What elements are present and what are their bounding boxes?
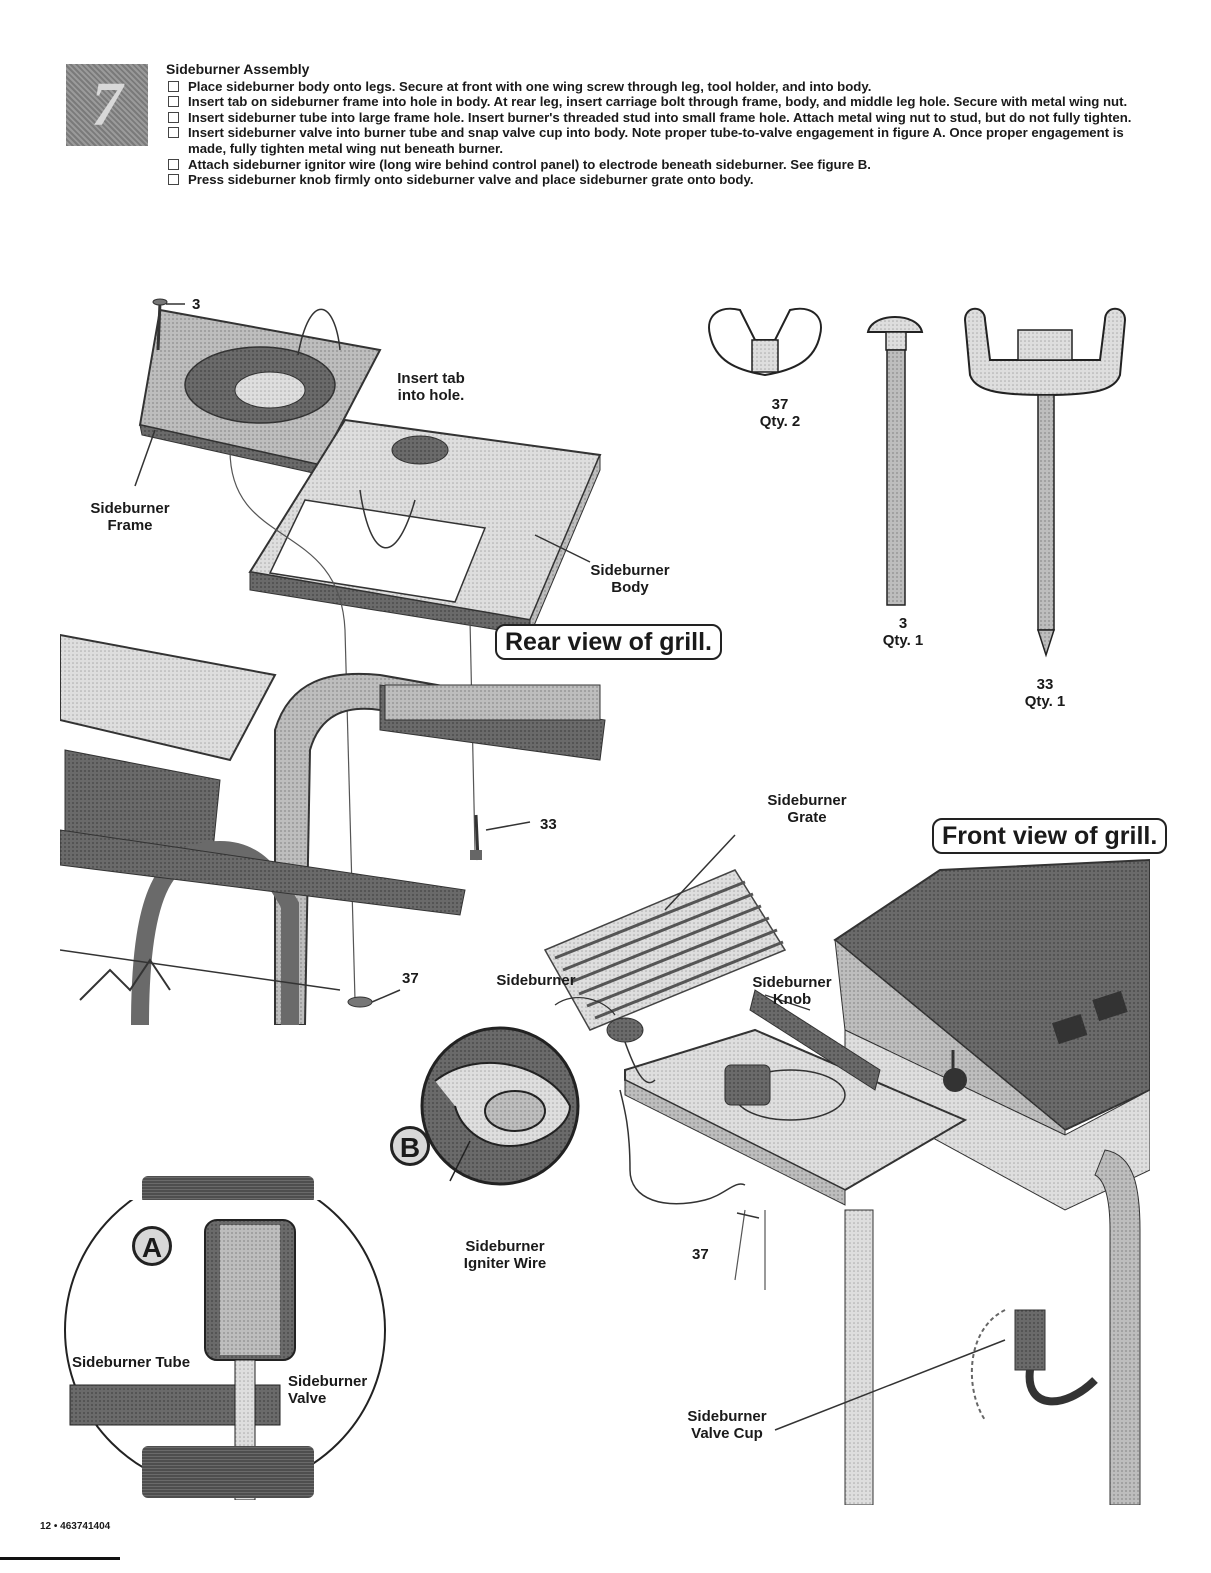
label-sideburner-igniter-wire: Sideburner Igniter Wire — [463, 1238, 547, 1272]
instruction-item: Place sideburner body onto legs. Secure … — [166, 79, 1156, 95]
hardware-qty: Qty. 1 — [1024, 693, 1066, 710]
label-sideburner-tube: Sideburner Tube — [72, 1354, 191, 1371]
grill-front-drawing — [554, 858, 1150, 1505]
page-footer: 12 • 463741404 — [40, 1521, 111, 1532]
instruction-list: Place sideburner body onto legs. Secure … — [166, 79, 1156, 188]
label-part-3: 3 — [192, 296, 201, 313]
instruction-item: Insert sideburner tube into large frame … — [166, 110, 1156, 126]
label-insert-tab: Insert tab into hole. — [397, 370, 465, 404]
instruction-item: Attach sideburner ignitor wire (long wir… — [166, 157, 1156, 173]
checkbox-icon[interactable] — [168, 80, 179, 92]
checkbox-icon[interactable] — [168, 174, 179, 186]
figure-a-inset — [64, 1200, 386, 1500]
figure-a-letter: A — [132, 1226, 172, 1266]
label-sideburner-valve-cup: Sideburner Valve Cup — [687, 1408, 767, 1442]
step-number-badge: 7 — [66, 64, 148, 146]
label-sideburner-body: Sideburner Body — [590, 562, 670, 596]
figure-b-letter: B — [390, 1126, 430, 1166]
label-sideburner: Sideburner — [496, 972, 576, 989]
checkbox-icon[interactable] — [168, 127, 179, 139]
checkbox-icon[interactable] — [168, 96, 179, 108]
checkbox-icon[interactable] — [168, 111, 179, 123]
wing-nut-icon — [708, 307, 822, 377]
instructions-block: Sideburner Assembly Place sideburner bod… — [166, 61, 1156, 188]
sideburner-frame-drawing — [138, 308, 382, 476]
hardware-qty: Qty. 1 — [882, 632, 924, 649]
label-sideburner-grate: Sideburner Grate — [767, 792, 847, 826]
label-part-33: 33 — [540, 816, 557, 833]
frame-leader-line — [134, 429, 156, 487]
label-sideburner-valve: Sideburner Valve — [288, 1373, 368, 1407]
front-view-illustration — [543, 834, 1150, 1505]
carriage-bolt-3-drawing — [152, 298, 185, 351]
front-view-title: Front view of grill. — [932, 818, 1168, 854]
instruction-item: Insert tab on sideburner frame into hole… — [166, 94, 1156, 110]
grill-rear-drawing — [60, 633, 606, 1025]
hardware-33-caption: 33 Qty. 1 — [1005, 676, 1085, 710]
wing-screw-icon — [963, 307, 1127, 658]
hardware-part-number: 3 — [898, 615, 908, 632]
sideburner-grate-drawing — [543, 834, 787, 1031]
hardware-part-number: 33 — [1036, 676, 1054, 693]
label-sideburner-frame: Sideburner Frame — [90, 500, 170, 534]
figure-b-inset — [420, 1026, 580, 1186]
bottom-rule — [0, 1557, 120, 1560]
wing-nut-37-drawing — [347, 989, 401, 1008]
hardware-part-number: 37 — [771, 396, 789, 413]
instruction-item: Insert sideburner valve into burner tube… — [166, 125, 1156, 156]
hardware-37-caption: 37 Qty. 2 — [740, 396, 820, 430]
hardware-3-caption: 3 Qty. 1 — [863, 615, 943, 649]
label-part-37-front: 37 — [692, 1246, 709, 1263]
checkbox-icon[interactable] — [168, 158, 179, 170]
hardware-illustration — [708, 307, 1127, 658]
rear-view-title: Rear view of grill. — [495, 624, 723, 660]
label-part-37: 37 — [402, 970, 419, 987]
section-title: Sideburner Assembly — [166, 61, 310, 77]
carriage-bolt-icon — [866, 316, 924, 606]
hardware-qty: Qty. 2 — [759, 413, 801, 430]
label-sideburner-knob: Sideburner Knob — [752, 974, 832, 1008]
rear-view-illustration — [60, 298, 606, 1025]
important-banner-bottom — [142, 1446, 314, 1498]
sideburner-body-drawing — [248, 418, 602, 636]
instruction-item: Press sideburner knob firmly onto sidebu… — [166, 172, 1156, 188]
wing-screw-33-drawing — [470, 814, 531, 861]
